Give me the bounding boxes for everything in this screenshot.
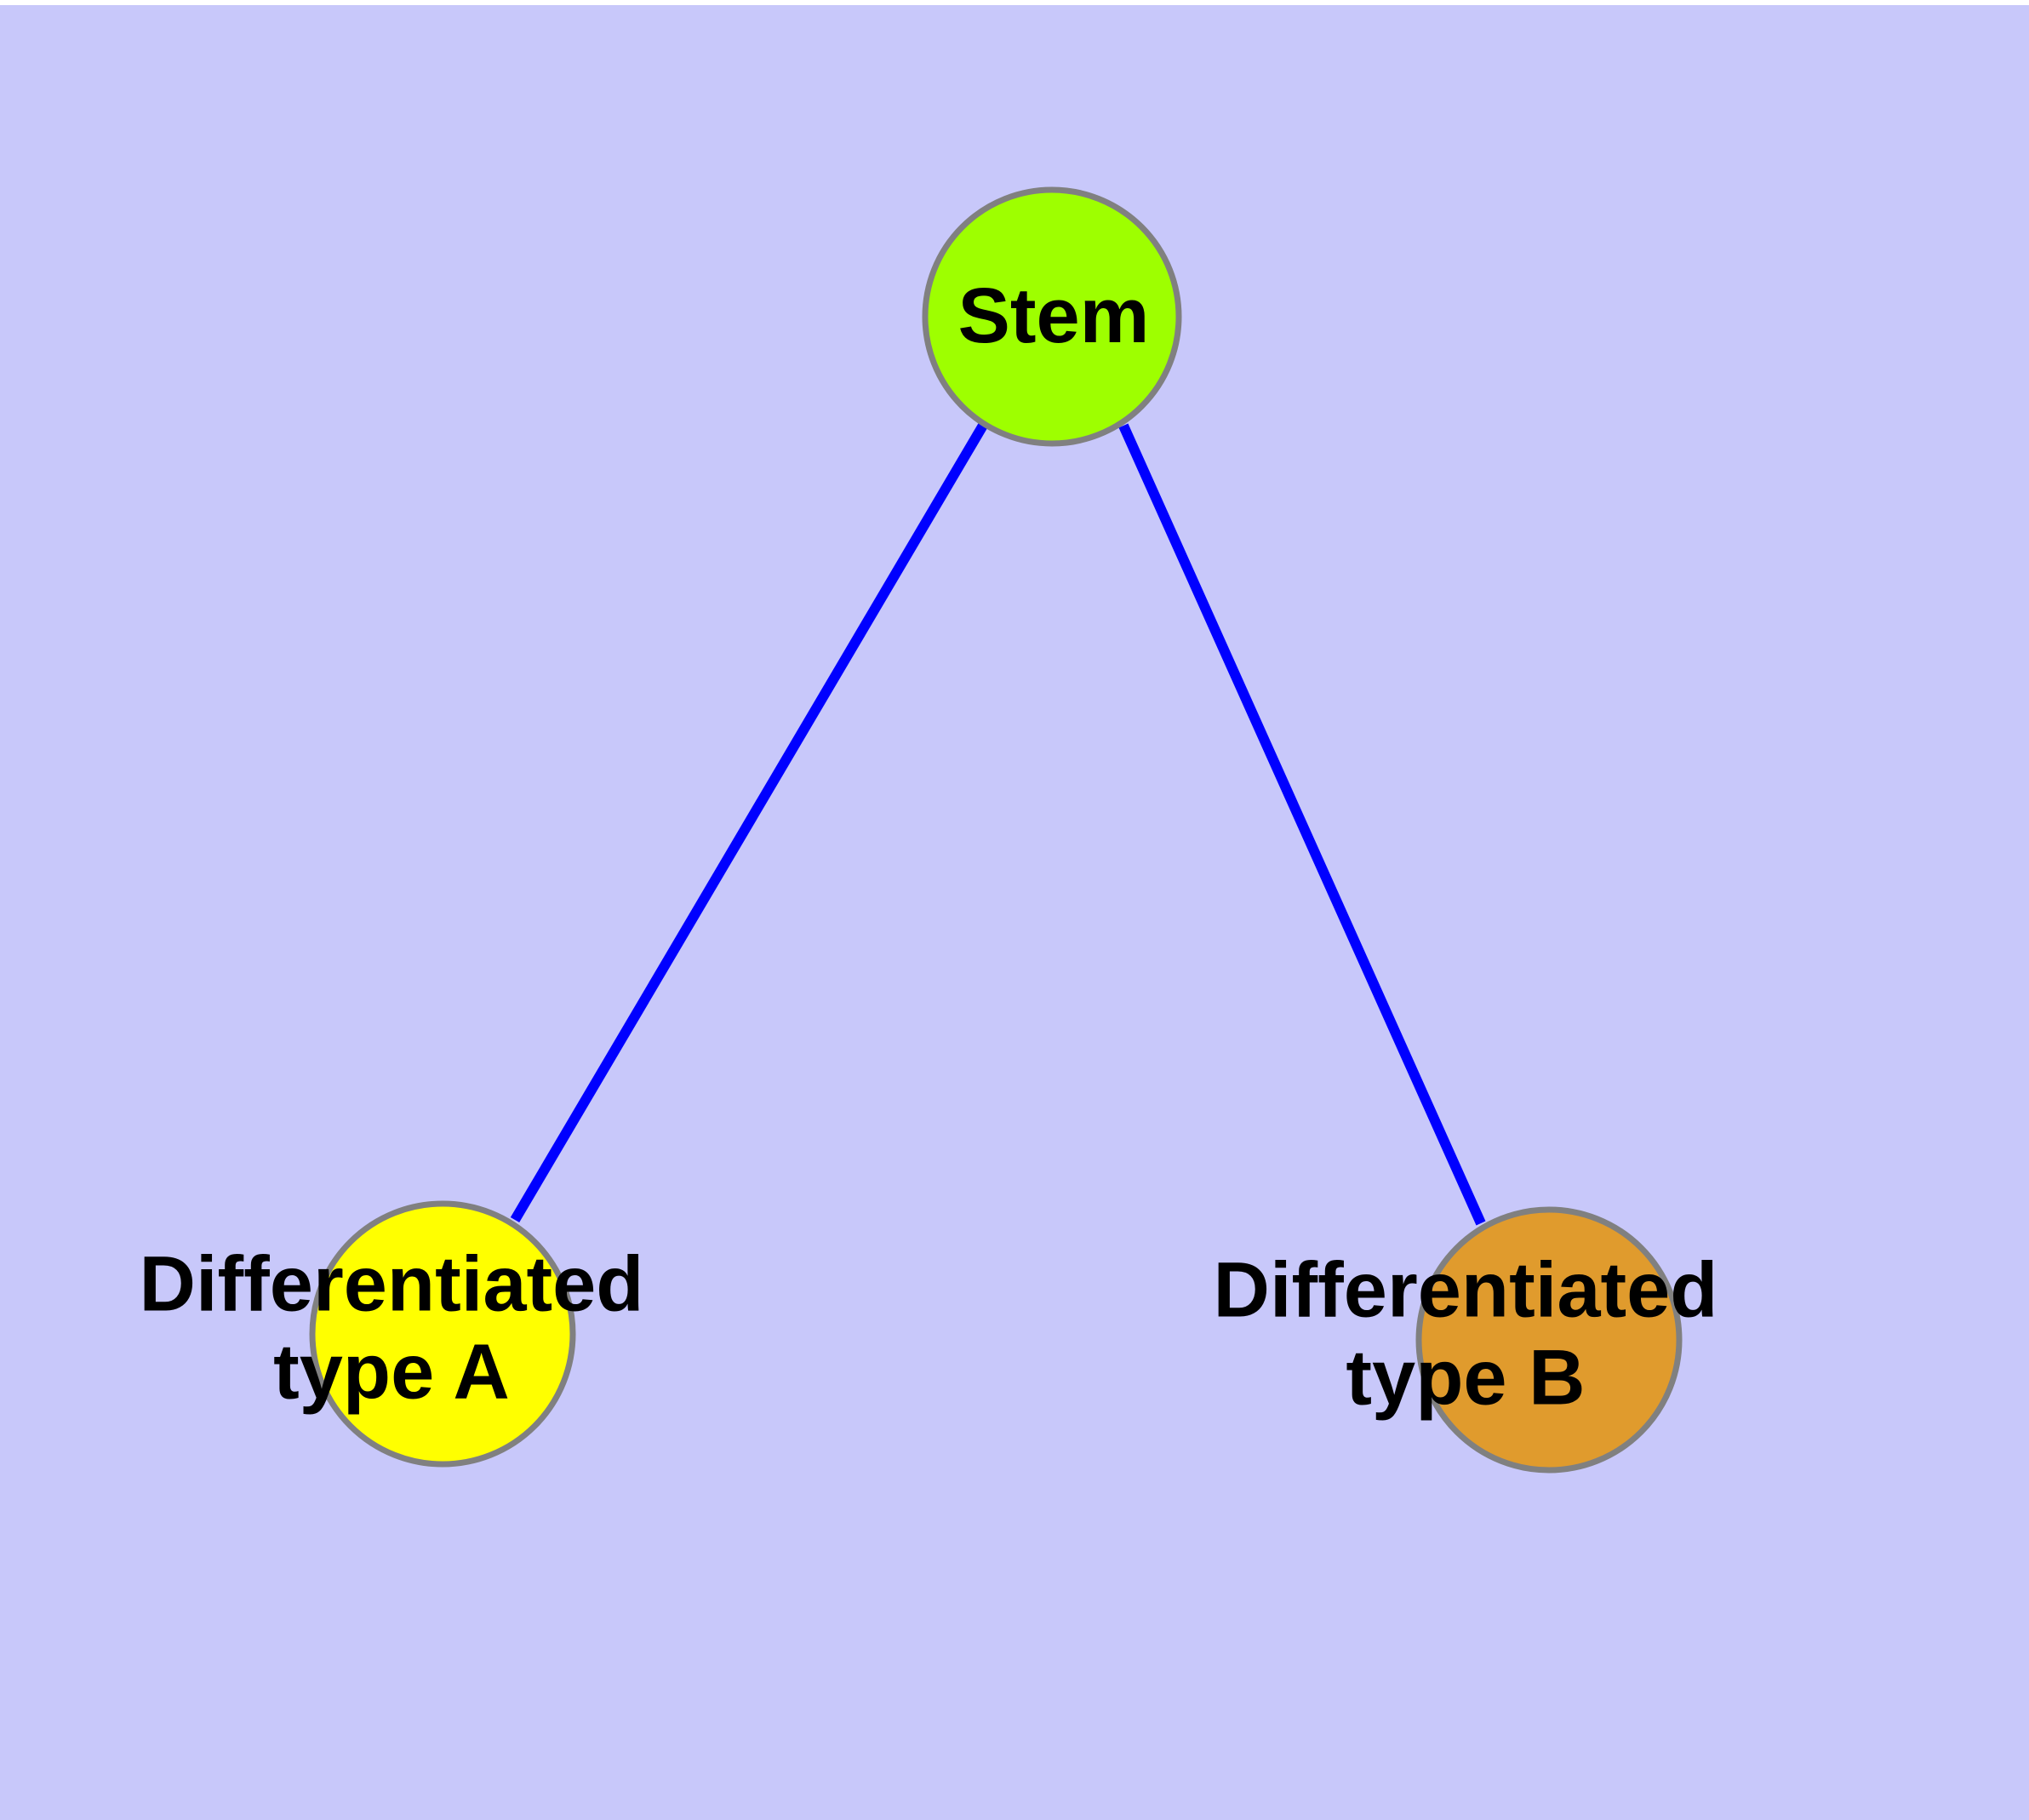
node-stem-circle[interactable] — [922, 186, 1182, 447]
node-differentiated-type-a-circle[interactable] — [309, 1200, 576, 1468]
node-stem[interactable]: Stem — [922, 186, 1182, 447]
edge-stem-to-diff-b[interactable] — [1118, 423, 1486, 1226]
edge-group — [510, 421, 1486, 1226]
node-differentiated-type-b-circle[interactable] — [1415, 1206, 1683, 1474]
node-stem-label: Stem — [958, 272, 1150, 359]
edge-stem-to-diff-a[interactable] — [510, 421, 989, 1223]
